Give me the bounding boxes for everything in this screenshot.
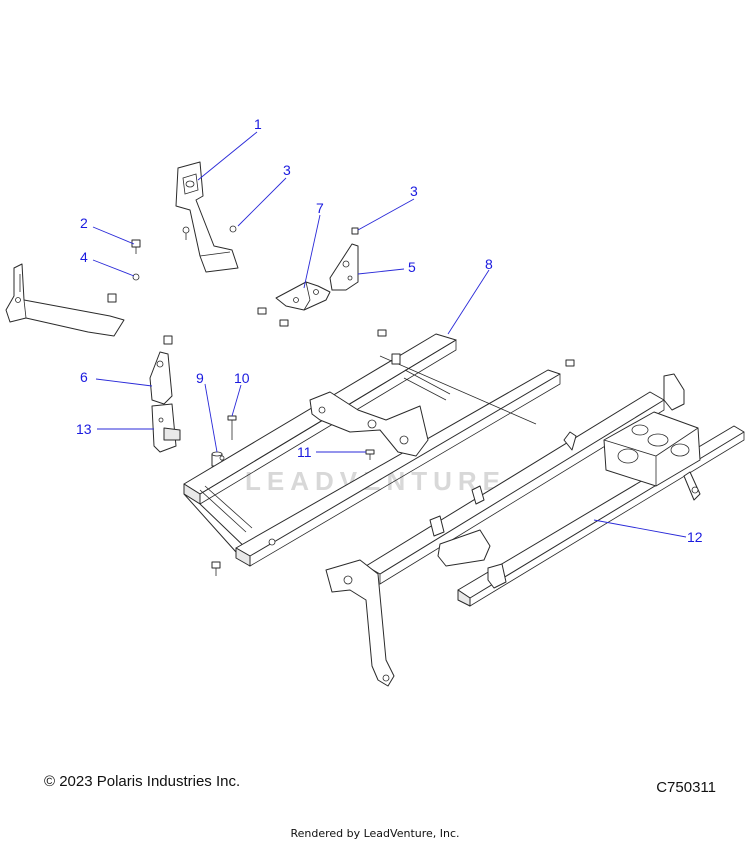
callout-12: 12: [687, 529, 703, 545]
callout-3b: 3: [410, 183, 418, 199]
callout-2: 2: [80, 215, 88, 231]
part-1-upper-bracket: [175, 161, 239, 273]
callout-13: 13: [76, 421, 92, 437]
leader-3a: [237, 177, 287, 227]
part-10-bolt: [227, 415, 237, 440]
leader-4: [92, 259, 135, 277]
part-8-subframe: [183, 329, 575, 567]
leader-2: [92, 226, 135, 245]
part-11-bolt: [365, 449, 375, 460]
leader-10: [231, 384, 242, 417]
callout-5: 5: [408, 259, 416, 275]
leader-7: [303, 214, 321, 289]
part-5-bracket: [329, 227, 359, 291]
leader-3b: [357, 198, 415, 231]
callout-9: 9: [196, 370, 204, 386]
callout-10: 10: [234, 370, 250, 386]
callout-3a: 3: [283, 162, 291, 178]
part-4-nut: [132, 273, 140, 281]
callout-4: 4: [80, 249, 88, 265]
diagram-code: C750311: [656, 779, 716, 796]
callout-11: 11: [297, 444, 312, 460]
part-6-bracket: [149, 335, 173, 405]
callout-1: 1: [254, 116, 262, 132]
part-left-arm-bracket: [5, 263, 125, 337]
part-2-bolt: [131, 239, 141, 254]
rendered-by-text: Rendered by LeadVenture, Inc.: [290, 827, 460, 840]
part-lower-bolt: [211, 561, 221, 576]
leader-5: [357, 268, 405, 275]
part-12-lower-frame: [325, 373, 745, 687]
callout-6: 6: [80, 369, 88, 385]
leader-12: [593, 519, 687, 538]
callout-8: 8: [485, 256, 493, 272]
leader-8: [447, 269, 490, 335]
leader-lines: [92, 131, 687, 538]
copyright-text: © 2023 Polaris Industries Inc.: [44, 773, 241, 790]
part-7-center-bracket: [257, 281, 331, 327]
leader-6: [95, 378, 153, 387]
callout-7: 7: [316, 200, 324, 216]
leader-1: [197, 131, 258, 181]
part-13-bracket: [151, 403, 181, 453]
callouts: 1 3 3 2 4 5 7 8 6 13 9 10 11 12: [76, 116, 703, 545]
leader-9: [204, 383, 218, 453]
